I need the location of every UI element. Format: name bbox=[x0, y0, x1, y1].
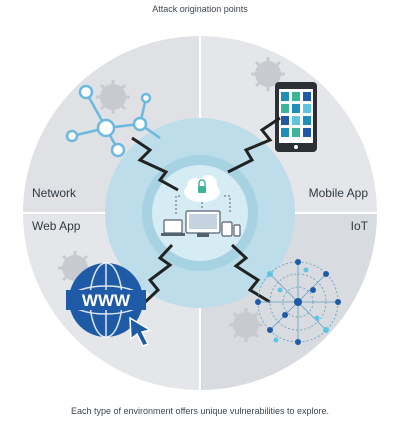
quadrant-label-network: Network bbox=[32, 186, 77, 200]
quadrant-label-web-app: Web App bbox=[32, 219, 81, 233]
quadrant-label-mobile-app: Mobile App bbox=[309, 186, 369, 200]
network-graph-icon bbox=[65, 84, 161, 158]
www-label: WWW bbox=[82, 291, 131, 310]
lightning-bolt-icon bbox=[131, 116, 281, 307]
www-globe-icon: WWW bbox=[66, 262, 146, 338]
diagram-title: Attack origination points bbox=[152, 4, 248, 14]
tablet-icon bbox=[275, 82, 317, 152]
cursor-icon bbox=[129, 316, 152, 347]
cloud-lock-icon bbox=[184, 175, 220, 202]
diagram-caption: Each type of environment offers unique v… bbox=[71, 406, 329, 416]
devices-icon bbox=[161, 195, 241, 237]
iot-mesh-icon bbox=[255, 259, 341, 345]
quadrant-label-iot: IoT bbox=[351, 219, 369, 233]
